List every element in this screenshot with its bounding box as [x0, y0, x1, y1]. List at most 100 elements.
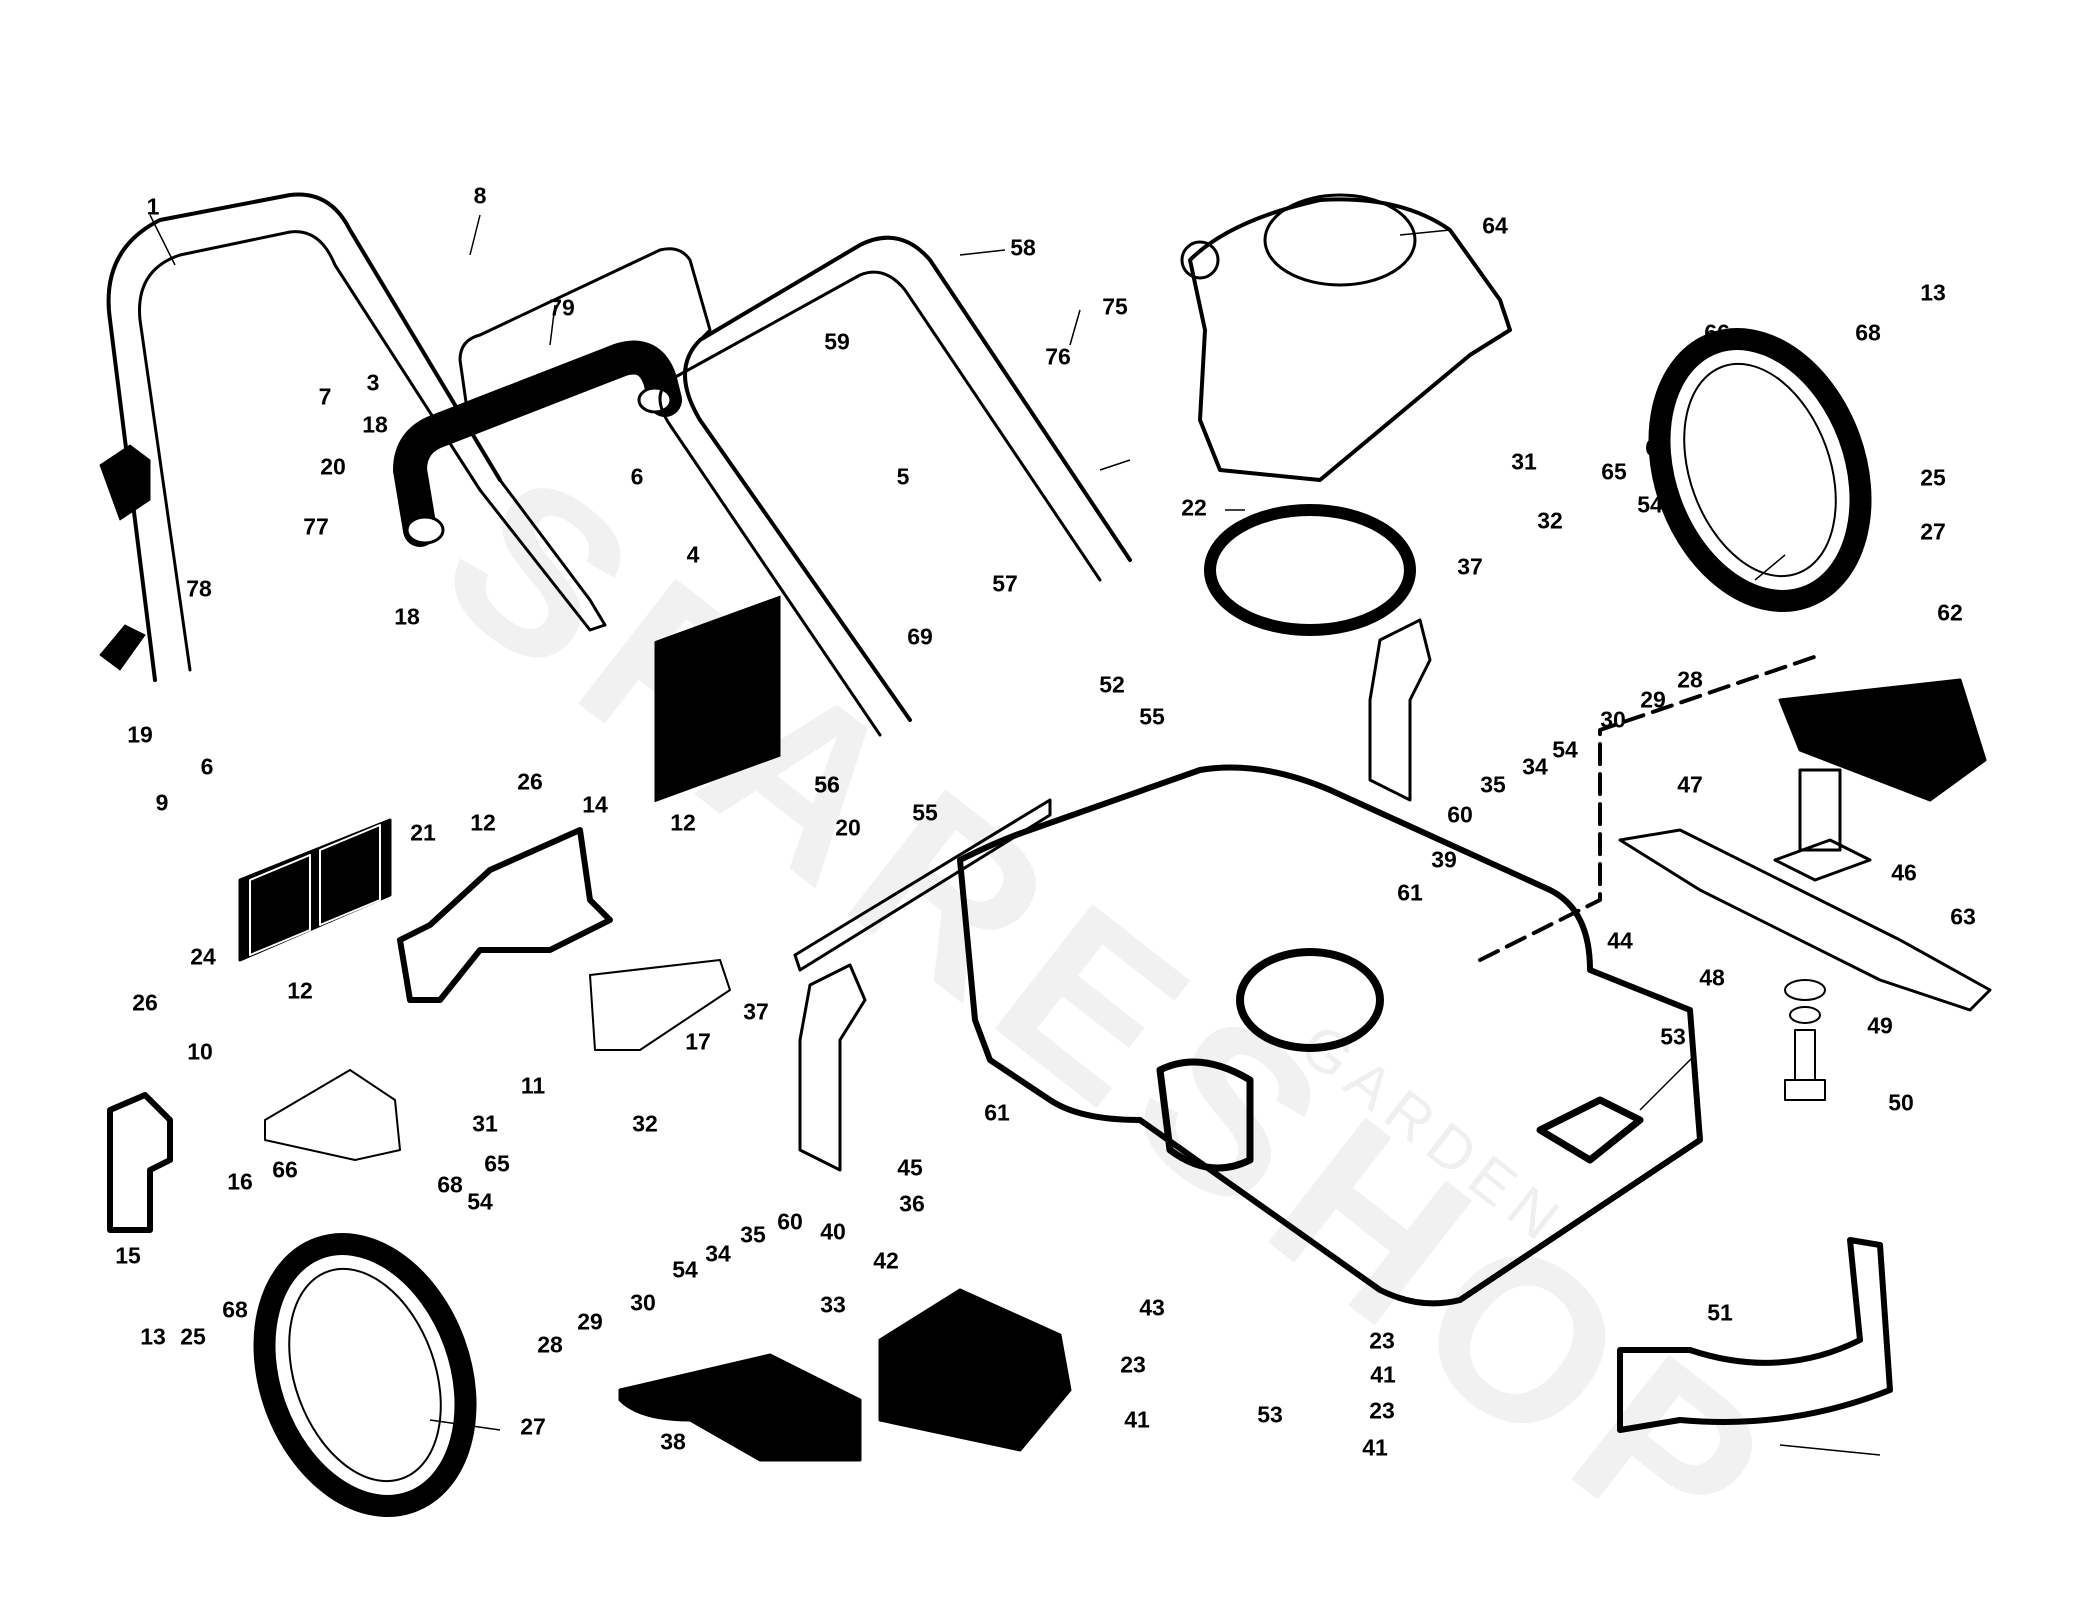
part-label-66[interactable]: 66 [272, 1156, 298, 1183]
part-label-10[interactable]: 10 [187, 1038, 213, 1065]
part-label-45[interactable]: 45 [897, 1154, 923, 1181]
part-label-15[interactable]: 15 [115, 1242, 141, 1269]
part-label-37[interactable]: 37 [1457, 553, 1483, 580]
part-label-28[interactable]: 28 [537, 1331, 563, 1358]
part-label-64[interactable]: 64 [1482, 212, 1508, 239]
part-label-27[interactable]: 27 [1920, 518, 1946, 545]
part-label-68[interactable]: 68 [437, 1171, 463, 1198]
part-label-19[interactable]: 19 [127, 721, 153, 748]
part-label-12[interactable]: 12 [287, 977, 313, 1004]
part-label-56[interactable]: 56 [814, 771, 840, 798]
part-label-18[interactable]: 18 [362, 411, 388, 438]
part-label-61[interactable]: 61 [984, 1099, 1010, 1126]
part-label-38[interactable]: 38 [660, 1428, 686, 1455]
part-label-29[interactable]: 29 [577, 1308, 603, 1335]
part-label-54[interactable]: 54 [467, 1188, 493, 1215]
part-label-63[interactable]: 63 [1950, 903, 1976, 930]
part-label-16[interactable]: 16 [227, 1168, 253, 1195]
part-label-4[interactable]: 4 [686, 541, 700, 568]
part-label-11[interactable]: 11 [520, 1072, 546, 1099]
part-label-61[interactable]: 61 [1397, 879, 1423, 906]
part-label-59[interactable]: 59 [824, 328, 850, 355]
part-label-24[interactable]: 24 [190, 943, 216, 970]
part-label-42[interactable]: 42 [873, 1247, 899, 1274]
part-label-35[interactable]: 35 [1480, 771, 1506, 798]
part-label-37[interactable]: 37 [743, 998, 769, 1025]
part-label-27[interactable]: 27 [520, 1413, 546, 1440]
part-label-20[interactable]: 20 [320, 453, 346, 480]
part-label-8[interactable]: 8 [473, 182, 487, 209]
part-label-41[interactable]: 41 [1370, 1361, 1396, 1388]
part-label-17[interactable]: 17 [685, 1028, 711, 1055]
part-label-41[interactable]: 41 [1124, 1406, 1150, 1433]
part-label-22[interactable]: 22 [1181, 494, 1207, 521]
part-label-75[interactable]: 75 [1102, 293, 1128, 320]
part-label-53[interactable]: 53 [1257, 1401, 1283, 1428]
part-label-68[interactable]: 68 [1645, 434, 1671, 461]
part-label-3[interactable]: 3 [366, 369, 380, 396]
part-label-13[interactable]: 13 [1920, 279, 1946, 306]
part-label-25[interactable]: 25 [1920, 464, 1946, 491]
part-label-1[interactable]: 1 [146, 193, 160, 220]
part-label-26[interactable]: 26 [132, 989, 158, 1016]
part-label-18[interactable]: 18 [394, 603, 420, 630]
part-label-66[interactable]: 66 [1704, 319, 1730, 346]
part-label-50[interactable]: 50 [1888, 1089, 1914, 1116]
part-label-58[interactable]: 58 [1010, 234, 1036, 261]
part-label-34[interactable]: 34 [705, 1240, 731, 1267]
part-label-29[interactable]: 29 [1640, 686, 1666, 713]
part-label-34[interactable]: 34 [1522, 753, 1548, 780]
part-label-51[interactable]: 51 [1707, 1299, 1733, 1326]
part-label-23[interactable]: 23 [1369, 1397, 1395, 1424]
part-label-65[interactable]: 65 [1601, 458, 1627, 485]
part-label-54[interactable]: 54 [672, 1256, 698, 1283]
part-label-68[interactable]: 68 [1855, 319, 1881, 346]
part-label-62[interactable]: 62 [1937, 599, 1963, 626]
part-label-21[interactable]: 21 [410, 819, 436, 846]
part-label-5[interactable]: 5 [896, 463, 910, 490]
part-label-79[interactable]: 79 [549, 294, 575, 321]
part-label-35[interactable]: 35 [740, 1221, 766, 1248]
part-label-12[interactable]: 12 [470, 809, 496, 836]
part-label-31[interactable]: 31 [472, 1110, 498, 1137]
part-label-7[interactable]: 7 [318, 383, 332, 410]
part-label-14[interactable]: 14 [582, 791, 608, 818]
part-label-49[interactable]: 49 [1867, 1012, 1893, 1039]
part-label-12[interactable]: 12 [670, 809, 696, 836]
part-label-30[interactable]: 30 [630, 1289, 656, 1316]
part-label-46[interactable]: 46 [1891, 859, 1917, 886]
part-label-44[interactable]: 44 [1607, 927, 1633, 954]
part-label-60[interactable]: 60 [777, 1208, 803, 1235]
part-label-76[interactable]: 76 [1045, 343, 1071, 370]
part-label-65[interactable]: 65 [484, 1150, 510, 1177]
part-label-57[interactable]: 57 [992, 570, 1018, 597]
part-label-31[interactable]: 31 [1511, 448, 1537, 475]
part-label-48[interactable]: 48 [1699, 964, 1725, 991]
part-label-39[interactable]: 39 [1431, 846, 1457, 873]
part-label-52[interactable]: 52 [1099, 671, 1125, 698]
part-label-32[interactable]: 32 [1537, 507, 1563, 534]
part-label-6[interactable]: 6 [630, 463, 644, 490]
part-label-32[interactable]: 32 [632, 1110, 658, 1137]
part-label-41[interactable]: 41 [1362, 1434, 1388, 1461]
part-label-30[interactable]: 30 [1600, 706, 1626, 733]
part-label-9[interactable]: 9 [155, 789, 169, 816]
part-label-78[interactable]: 78 [186, 575, 212, 602]
part-label-40[interactable]: 40 [820, 1218, 846, 1245]
part-label-69[interactable]: 69 [907, 623, 933, 650]
part-label-68[interactable]: 68 [222, 1296, 248, 1323]
part-label-54[interactable]: 54 [1552, 736, 1578, 763]
part-label-55[interactable]: 55 [912, 799, 938, 826]
part-label-56[interactable]: 56 [814, 771, 840, 798]
part-label-36[interactable]: 36 [899, 1190, 925, 1217]
part-label-6[interactable]: 6 [200, 753, 214, 780]
part-label-55[interactable]: 55 [1139, 703, 1165, 730]
part-label-26[interactable]: 26 [517, 768, 543, 795]
part-label-28[interactable]: 28 [1677, 666, 1703, 693]
part-label-20[interactable]: 20 [835, 814, 861, 841]
part-label-77[interactable]: 77 [303, 513, 329, 540]
part-label-13[interactable]: 13 [140, 1323, 166, 1350]
part-label-54[interactable]: 54 [1637, 491, 1663, 518]
part-label-33[interactable]: 33 [820, 1291, 846, 1318]
part-label-25[interactable]: 25 [180, 1323, 206, 1350]
